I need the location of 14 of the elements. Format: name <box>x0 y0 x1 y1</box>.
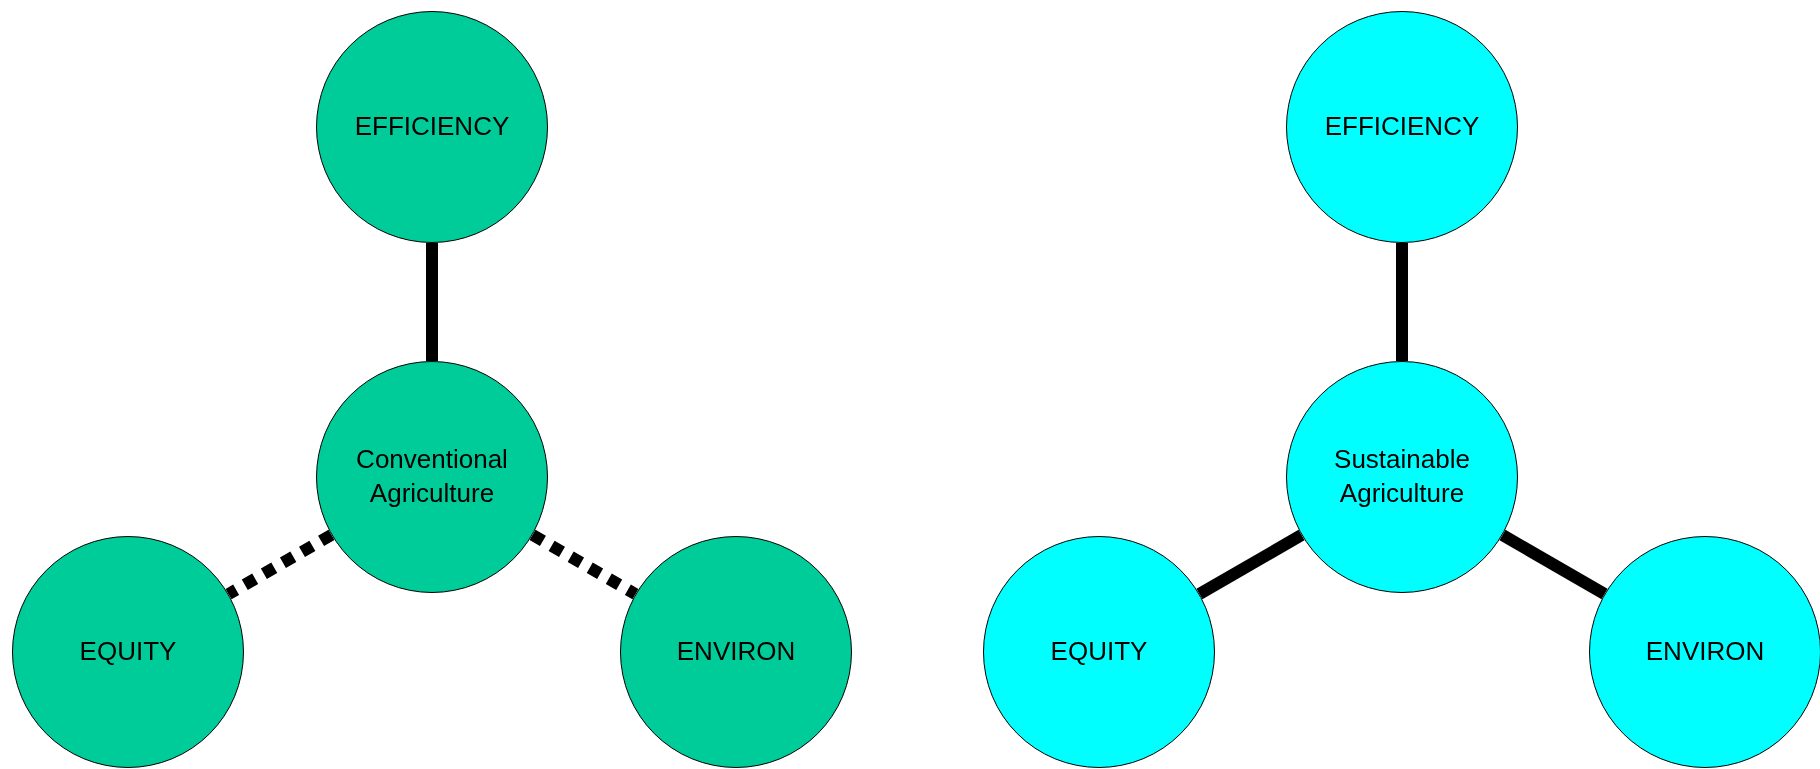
dashed-connector <box>225 529 335 600</box>
node-label: EFFICIENCY <box>354 110 510 144</box>
connector-line <box>1396 243 1408 361</box>
connector-line <box>1196 529 1305 600</box>
node-label: ENVIRON <box>1645 635 1765 669</box>
node-label: EQUITY <box>79 635 177 669</box>
dashed-connector <box>529 529 639 600</box>
node-label: Conventional Agriculture <box>355 443 509 510</box>
connector-line <box>1499 529 1608 600</box>
node-label: EFFICIENCY <box>1324 110 1480 144</box>
node-label: EQUITY <box>1050 635 1148 669</box>
connector-line <box>426 243 438 361</box>
node-label: Sustainable Agriculture <box>1333 443 1471 510</box>
node-label: ENVIRON <box>676 635 796 669</box>
